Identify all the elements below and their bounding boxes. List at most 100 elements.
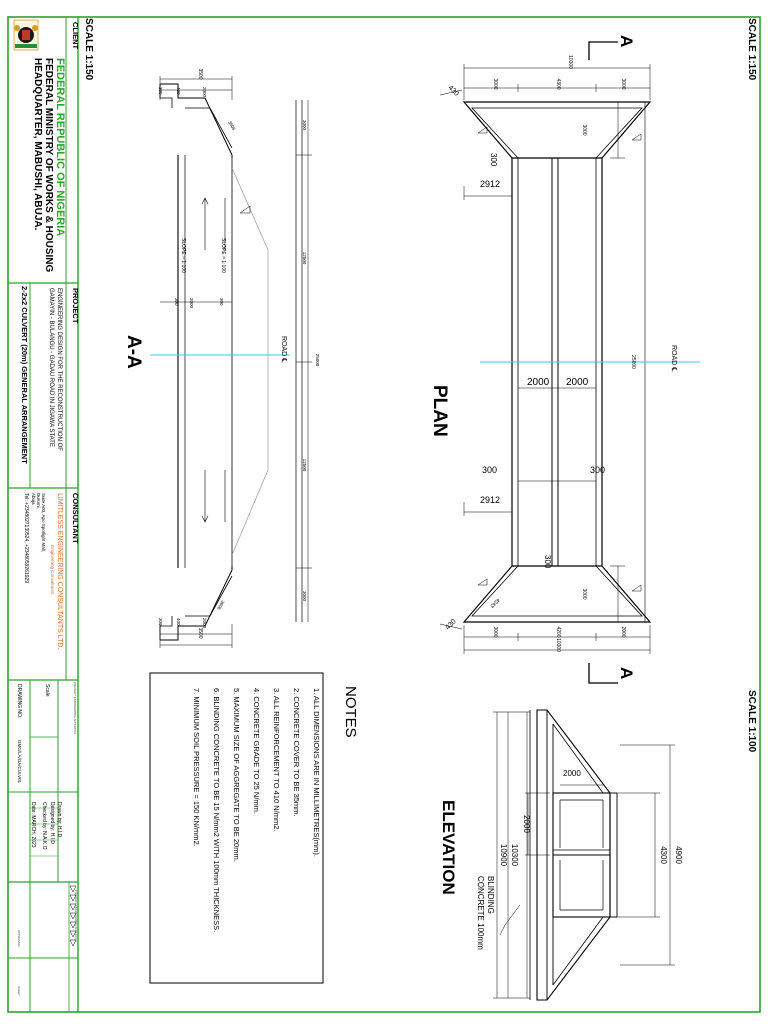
approval-note-2: PROJECT ENGINEERING APPROVAL	[74, 890, 78, 943]
section-marker-bottom	[588, 663, 618, 684]
note-item: 2. CONCRETE COVER TO BE 35mm.	[292, 688, 301, 817]
plan-dim-total-bottom: 10300	[555, 638, 561, 652]
plan-view: A A	[439, 35, 700, 684]
plan-dimension-text: 10300 3000 4300 3000 3000 4200 2000 1030…	[429, 55, 677, 652]
elevation-blinding-2: CONCRETE 100mm	[476, 876, 485, 950]
project-label: PROJECT	[71, 288, 80, 324]
revision-triangles	[69, 885, 77, 947]
section-dim-half-left: 12500	[302, 252, 307, 265]
plan-300-bottom: 300	[543, 555, 552, 569]
drawing-no: GMG/LA/GA/CULV01	[17, 740, 22, 784]
coat-of-arms-logo	[13, 19, 39, 51]
plan-dim-left-top: 3000	[492, 78, 498, 89]
note-item: 1. ALL DIMENSIONS ARE IN MILLIMETRES(mm)…	[312, 688, 321, 857]
section-dim-300-mid-2: 300	[219, 298, 224, 306]
elevation-view	[493, 709, 675, 1001]
plan-300-top: 300	[489, 153, 498, 167]
consultant-address-1: Suite A03, Apo Spotlight Mall,	[41, 493, 46, 552]
scale-plan-label: SCALE 1:150	[746, 18, 757, 81]
consultant-label: CONSULTANT	[71, 493, 80, 544]
client-name: FEDERAL REPUBLIC OF NIGERIA	[54, 58, 66, 236]
plan-dim-mid-bottom: 4200	[555, 626, 561, 637]
plan-dim-right-top: 3000	[620, 78, 626, 89]
approved-label: APPROVED	[17, 930, 21, 948]
section-dim-total: 25000	[315, 354, 320, 367]
section-dim-top-width: 3500	[197, 68, 203, 79]
note-item: 6. BLINDING CONCRETE TO BE 15 N/mm2 WITH…	[212, 688, 221, 932]
notes-box	[149, 672, 324, 984]
section-slope-left: SLOPE = 1:100	[180, 238, 186, 273]
drawing-no-label: DRAWING NO.	[16, 684, 22, 718]
sheet-label: SHEET	[17, 986, 21, 996]
revision-triangle	[69, 939, 77, 947]
consultant-subtitle: Engineering Consultants	[50, 545, 55, 595]
elevation-dim-10300: 10300	[510, 844, 519, 867]
elevation-blinding-1: BLINDING	[486, 876, 495, 914]
section-marker-top	[588, 41, 618, 60]
notes-list: 1. ALL DIMENSIONS ARE IN MILLIMETRES(mm)…	[192, 688, 321, 932]
plan-wall-300-right: 300	[590, 465, 605, 475]
plan-dim-2912-bottom: 2912	[480, 495, 500, 505]
section-wing-incl-top: 3606	[227, 120, 237, 132]
section-dim-400-bl: 400	[176, 618, 181, 626]
drawing-date: Date: MARCH, 2023	[30, 802, 36, 848]
elevation-cell-width: 2000	[563, 769, 581, 778]
section-dim-wing-bottom: 3000	[302, 591, 307, 602]
section-dim-300-bl: 300	[158, 618, 163, 626]
section-marker-top-label: A	[617, 35, 636, 47]
elevation-title: ELEVATION	[439, 800, 458, 895]
approval-note: PROJECT ENGINEERING APPROVAL	[73, 682, 77, 735]
elevation-text: 4300 4900 2000 2000 10300 10900 BLINDING…	[439, 769, 683, 950]
note-item: 3. ALL REINFORCEMENT TO 410 N/mm2.	[272, 688, 281, 832]
section-title: A-A	[123, 335, 144, 369]
notes-title: NOTES	[342, 686, 359, 738]
client-label: CLIENT	[71, 22, 80, 50]
section-dim-2000-mid: 2000	[189, 298, 194, 309]
section-aa-view	[150, 76, 312, 648]
client-address: HEADQUARTER, MABUSHI, ABUJA.	[32, 58, 43, 231]
elevation-dim-10900: 10900	[499, 844, 508, 867]
section-marker-bottom-label: A	[617, 667, 636, 679]
section-dimension-text: 3500 3500 300 400 2000 300 400 2000 300 …	[123, 68, 320, 638]
plan-small-top: 430	[447, 84, 460, 97]
section-dim-wing-top: 3000	[302, 120, 307, 131]
plan-road-label: ROAD ℄	[670, 345, 677, 372]
drawn-by: Drawn by: H.I.D	[56, 802, 62, 838]
section-dim-300-tl: 300	[158, 87, 163, 95]
checked-by: Checked by: N.A.K.O	[41, 802, 47, 850]
revision-triangle	[69, 912, 77, 920]
plan-dim-right-bottom: 2000	[620, 626, 626, 637]
revision-triangle	[69, 885, 77, 893]
plan-dim-wing-bottom: 3000	[581, 588, 587, 599]
plan-cell-right: 2000	[566, 377, 589, 388]
scale-elevation-label: SCALE 1:100	[746, 690, 757, 753]
revision-triangle	[69, 930, 77, 938]
section-dim-2000-tl: 2000	[202, 87, 207, 98]
section-dim-bottom-width: 3500	[197, 627, 203, 638]
consultant-address-3: Abuja.	[31, 493, 36, 506]
title-block: CLIENT FEDERAL REPUBLIC OF NIGERIA FEDER…	[8, 17, 80, 1012]
project-line-2: GAMAYIN - BULANGU - GADAU ROAD IN JIGAWA…	[48, 288, 54, 447]
plan-wall-300-left: 300	[482, 465, 497, 475]
consultant-name: LIMITLESS ENGINEERING CONSULTANTS LTD.	[56, 493, 63, 649]
plan-small-bottom: 430	[444, 618, 457, 631]
scale-label: Scale	[44, 684, 50, 697]
section-wing-incl-bottom: 3606	[216, 600, 226, 612]
plan-dim-left-bottom: 3000	[492, 626, 498, 637]
section-slope-right: SLOPE = 1:100	[220, 238, 226, 273]
note-item: 5. MAXIMUM SIZE OF AGGREGATE TO BE 20mm.	[232, 688, 241, 862]
notes-section: NOTES 1. ALL DIMENSIONS ARE IN MILLIMETR…	[149, 672, 359, 984]
consultant-address-2: Durumi,	[36, 493, 41, 509]
elevation-cell-height: 2000	[522, 815, 531, 833]
plan-wing-diagonal: 4243	[489, 597, 501, 609]
plan-dim-total-top: 10300	[567, 55, 573, 69]
section-road-label: ROAD ℄	[280, 336, 287, 363]
consultant-tel: Tel: +2348027130524, +2348059261929	[23, 493, 29, 583]
elevation-dim-4300: 4300	[659, 846, 668, 864]
section-dim-half-right: 12500	[302, 459, 307, 472]
plan-dim-2912-top: 2912	[480, 179, 500, 189]
note-item: 7. MINIMUM SOIL PRESSURE = 150 KN/mm2.	[192, 688, 201, 847]
plan-dim-length: 25000	[630, 355, 636, 369]
revision-triangle	[69, 894, 77, 902]
